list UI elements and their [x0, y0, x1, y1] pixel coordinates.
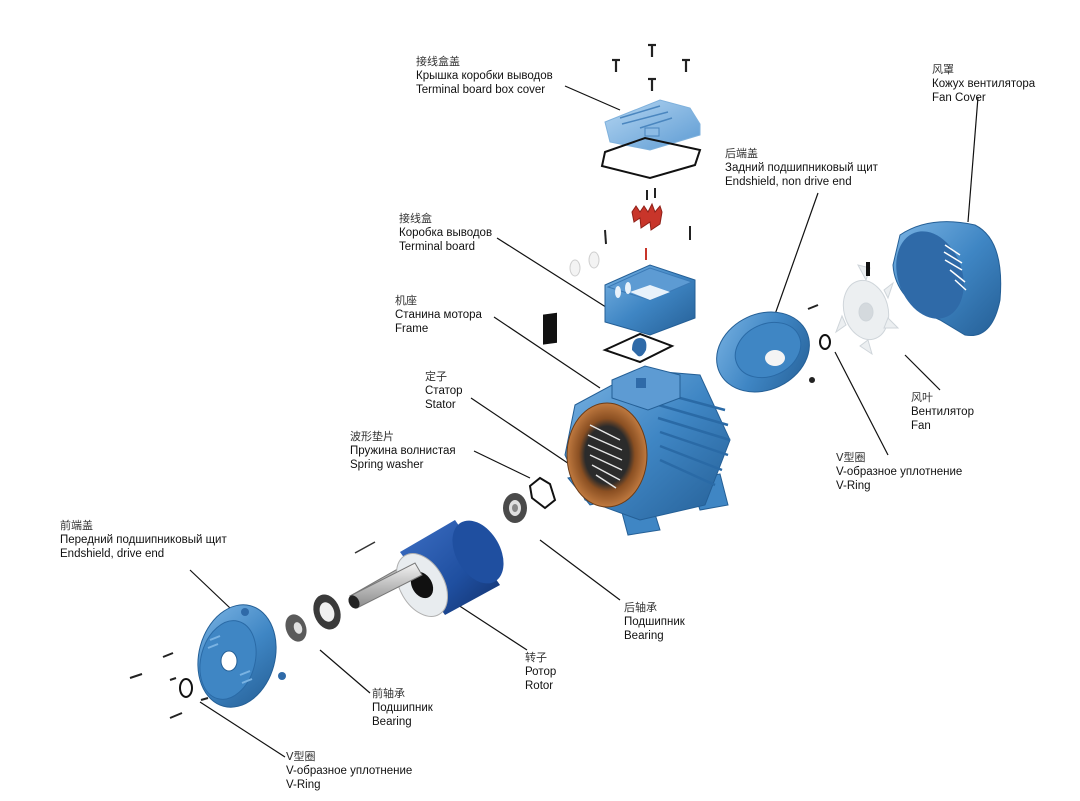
label-zh: 定子	[425, 370, 447, 383]
bearing-de-part	[285, 594, 341, 642]
plug-gasket	[569, 259, 581, 277]
label-en: Stator	[425, 399, 456, 411]
label-v-ring-nde: V型圈 V-образное уплотнение V-Ring	[836, 451, 962, 493]
spring-washer-part	[528, 476, 557, 510]
label-terminal-box-cover: 接线盒盖 Крышка коробки выводов Terminal boa…	[416, 55, 553, 97]
label-bearing-de: 前轴承 Подшипник Bearing	[372, 687, 433, 729]
label-fan: 风叶 Вентилятор Fan	[911, 391, 974, 433]
label-en: Bearing	[372, 716, 412, 728]
terminal-box-gasket	[602, 332, 675, 364]
terminal-box-cover-part	[604, 99, 701, 151]
v-ring-de-part	[179, 678, 193, 698]
label-en: Terminal board	[399, 241, 476, 253]
leader-v-ring-nde	[834, 351, 889, 456]
label-zh: 机座	[395, 294, 417, 307]
label-ru: Кожух вентилятора	[932, 78, 1036, 90]
label-rotor: 转子 Ротор Rotor	[525, 651, 556, 693]
label-zh: 接线盒盖	[416, 55, 460, 68]
label-ru: Подшипник	[372, 702, 433, 714]
endshield-nde-part	[716, 311, 815, 393]
label-endshield-de: 前端盖 Передний подшипниковый щит Endshield…	[60, 519, 227, 561]
label-en: Fan	[911, 420, 931, 432]
rotor-part	[348, 520, 504, 617]
leader-v-ring-de	[199, 701, 286, 758]
label-zh: 后端盖	[725, 147, 758, 160]
label-fan-cover: 风罩 Кожух вентилятора Fan Cover	[932, 63, 1035, 105]
cable-gland	[632, 338, 647, 357]
label-en: Endshield, non drive end	[725, 176, 852, 188]
leader-spring-washer	[473, 450, 531, 479]
label-zh: 转子	[525, 651, 547, 664]
nameplate	[543, 312, 557, 345]
frame-part	[564, 365, 731, 536]
stator-winding	[566, 402, 648, 508]
label-spring-washer: 波形垫片 Пружина волнистая Spring washer	[350, 430, 456, 472]
label-ru: Задний подшипниковый щит	[725, 162, 878, 174]
leader-terminal-box-cover	[564, 85, 621, 111]
de-screws	[129, 652, 209, 719]
fan-cover-part	[892, 221, 1002, 337]
label-en: Fan Cover	[932, 92, 986, 104]
label-ru: Пружина волнистая	[350, 445, 456, 457]
endshield-de-part	[197, 604, 286, 708]
label-v-ring-de: V型圈 V-образное уплотнение V-Ring	[286, 750, 412, 792]
leader-endshield-nde	[772, 192, 819, 321]
label-en: V-Ring	[836, 480, 871, 492]
label-zh: 前轴承	[372, 687, 405, 700]
label-ru: Крышка коробки выводов	[416, 70, 553, 82]
label-zh: V型圈	[836, 451, 866, 464]
label-en: Frame	[395, 323, 429, 335]
leader-frame	[493, 316, 601, 389]
leader-endshield-de	[189, 569, 231, 609]
label-zh: 接线盒	[399, 212, 432, 225]
fan-key	[866, 262, 870, 276]
label-frame: 机座 Станина мотора Frame	[395, 294, 482, 336]
leader-fan	[904, 354, 941, 391]
label-ru: Вентилятор	[911, 406, 974, 418]
plug-gasket	[588, 251, 600, 269]
label-stator: 定子 Статор Stator	[425, 370, 463, 412]
leader-bearing-de	[319, 649, 371, 694]
label-zh: 前端盖	[60, 519, 93, 532]
terminal-box-part	[604, 264, 696, 336]
label-zh: V型圈	[286, 750, 316, 763]
label-zh: 后轴承	[624, 601, 657, 614]
v-ring-nde-part	[819, 334, 831, 350]
label-ru: Статор	[425, 385, 463, 397]
label-zh: 风叶	[911, 391, 933, 404]
leader-bearing-nde	[539, 539, 621, 601]
label-ru: Подшипник	[624, 616, 685, 628]
label-ru: V-образное уплотнение	[836, 466, 963, 478]
leader-fan-cover	[967, 96, 979, 223]
label-ru: Передний подшипниковый щит	[60, 534, 227, 546]
cover-screws	[612, 43, 690, 91]
label-en: Endshield, drive end	[60, 548, 165, 560]
label-ru: V-образное уплотнение	[286, 765, 413, 777]
leader-terminal-board	[496, 237, 621, 317]
bearing-nde-part	[503, 493, 527, 523]
label-ru: Ротор	[525, 666, 557, 678]
key	[807, 304, 819, 310]
label-zh: 波形垫片	[350, 430, 394, 443]
label-ru: Коробка выводов	[399, 227, 493, 239]
label-en: Rotor	[525, 680, 554, 692]
label-zh: 风罩	[932, 63, 954, 76]
label-en: V-Ring	[286, 779, 321, 791]
label-endshield-nde: 后端盖 Задний подшипниковый щит Endshield, …	[725, 147, 878, 189]
label-en: Terminal board box cover	[416, 84, 546, 96]
terminal-block-part	[604, 188, 691, 260]
label-en: Spring washer	[350, 459, 424, 471]
label-ru: Станина мотора	[395, 309, 482, 321]
label-en: Bearing	[624, 630, 664, 642]
cover-gasket	[600, 136, 702, 180]
label-bearing-nde: 后轴承 Подшипник Bearing	[624, 601, 685, 643]
fan-part	[834, 264, 900, 356]
label-terminal-board: 接线盒 Коробка выводов Terminal board	[399, 212, 492, 254]
